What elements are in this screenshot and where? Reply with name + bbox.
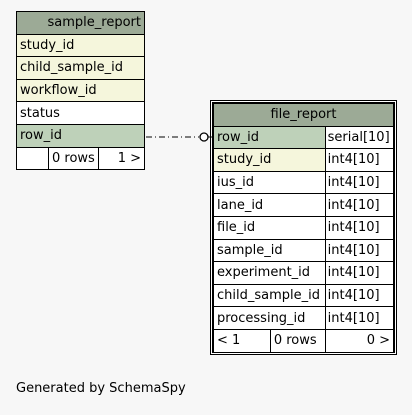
file-report-row-count: 0 rows xyxy=(269,328,326,352)
generated-by-text: Generated by SchemaSpy xyxy=(16,381,186,396)
file-report-parents-count: < 1 xyxy=(213,328,271,352)
file-report-type-file-id: int4[10] xyxy=(324,215,394,240)
sample-report-column-status[interactable]: status xyxy=(16,101,145,125)
file-report-column-child-sample-id[interactable]: child_sample_id xyxy=(213,283,326,308)
file-report-type-processing-id: int4[10] xyxy=(324,306,394,330)
file-report-column-lane-id[interactable]: lane_id xyxy=(213,193,326,217)
file-report-children-count: 0 > xyxy=(324,328,394,352)
file-report-type-ius-id: int4[10] xyxy=(324,170,394,195)
zero-or-many-icon xyxy=(199,132,209,142)
file-report-column-study-id[interactable]: study_id xyxy=(213,148,326,172)
file-report-type-lane-id: int4[10] xyxy=(324,193,394,217)
sample-report-row-count: 0 rows xyxy=(48,146,99,171)
file-report-column-experiment-id[interactable]: experiment_id xyxy=(213,261,326,285)
file-report-type-row-id: serial[10] xyxy=(324,125,394,150)
sample-report-column-row-id[interactable]: row_id xyxy=(16,123,145,148)
sample-report-children-count: 1 > xyxy=(97,146,146,171)
file-report-column-file-id[interactable]: file_id xyxy=(213,215,326,240)
sample-report-parents-count xyxy=(16,146,49,171)
file-report-table: file_report row_id serial[10] study_id i… xyxy=(213,103,394,352)
sample-report-table: sample_report study_id child_sample_id w… xyxy=(16,11,146,171)
file-report-type-experiment-id: int4[10] xyxy=(324,261,394,285)
file-report-type-sample-id: int4[10] xyxy=(324,238,394,263)
file-report-table-frame: file_report row_id serial[10] study_id i… xyxy=(210,100,397,355)
sample-report-column-study-id[interactable]: study_id xyxy=(16,33,145,58)
file-report-type-study-id: int4[10] xyxy=(324,148,394,172)
sample-report-title[interactable]: sample_report xyxy=(16,11,145,35)
file-report-column-row-id[interactable]: row_id xyxy=(213,125,326,150)
